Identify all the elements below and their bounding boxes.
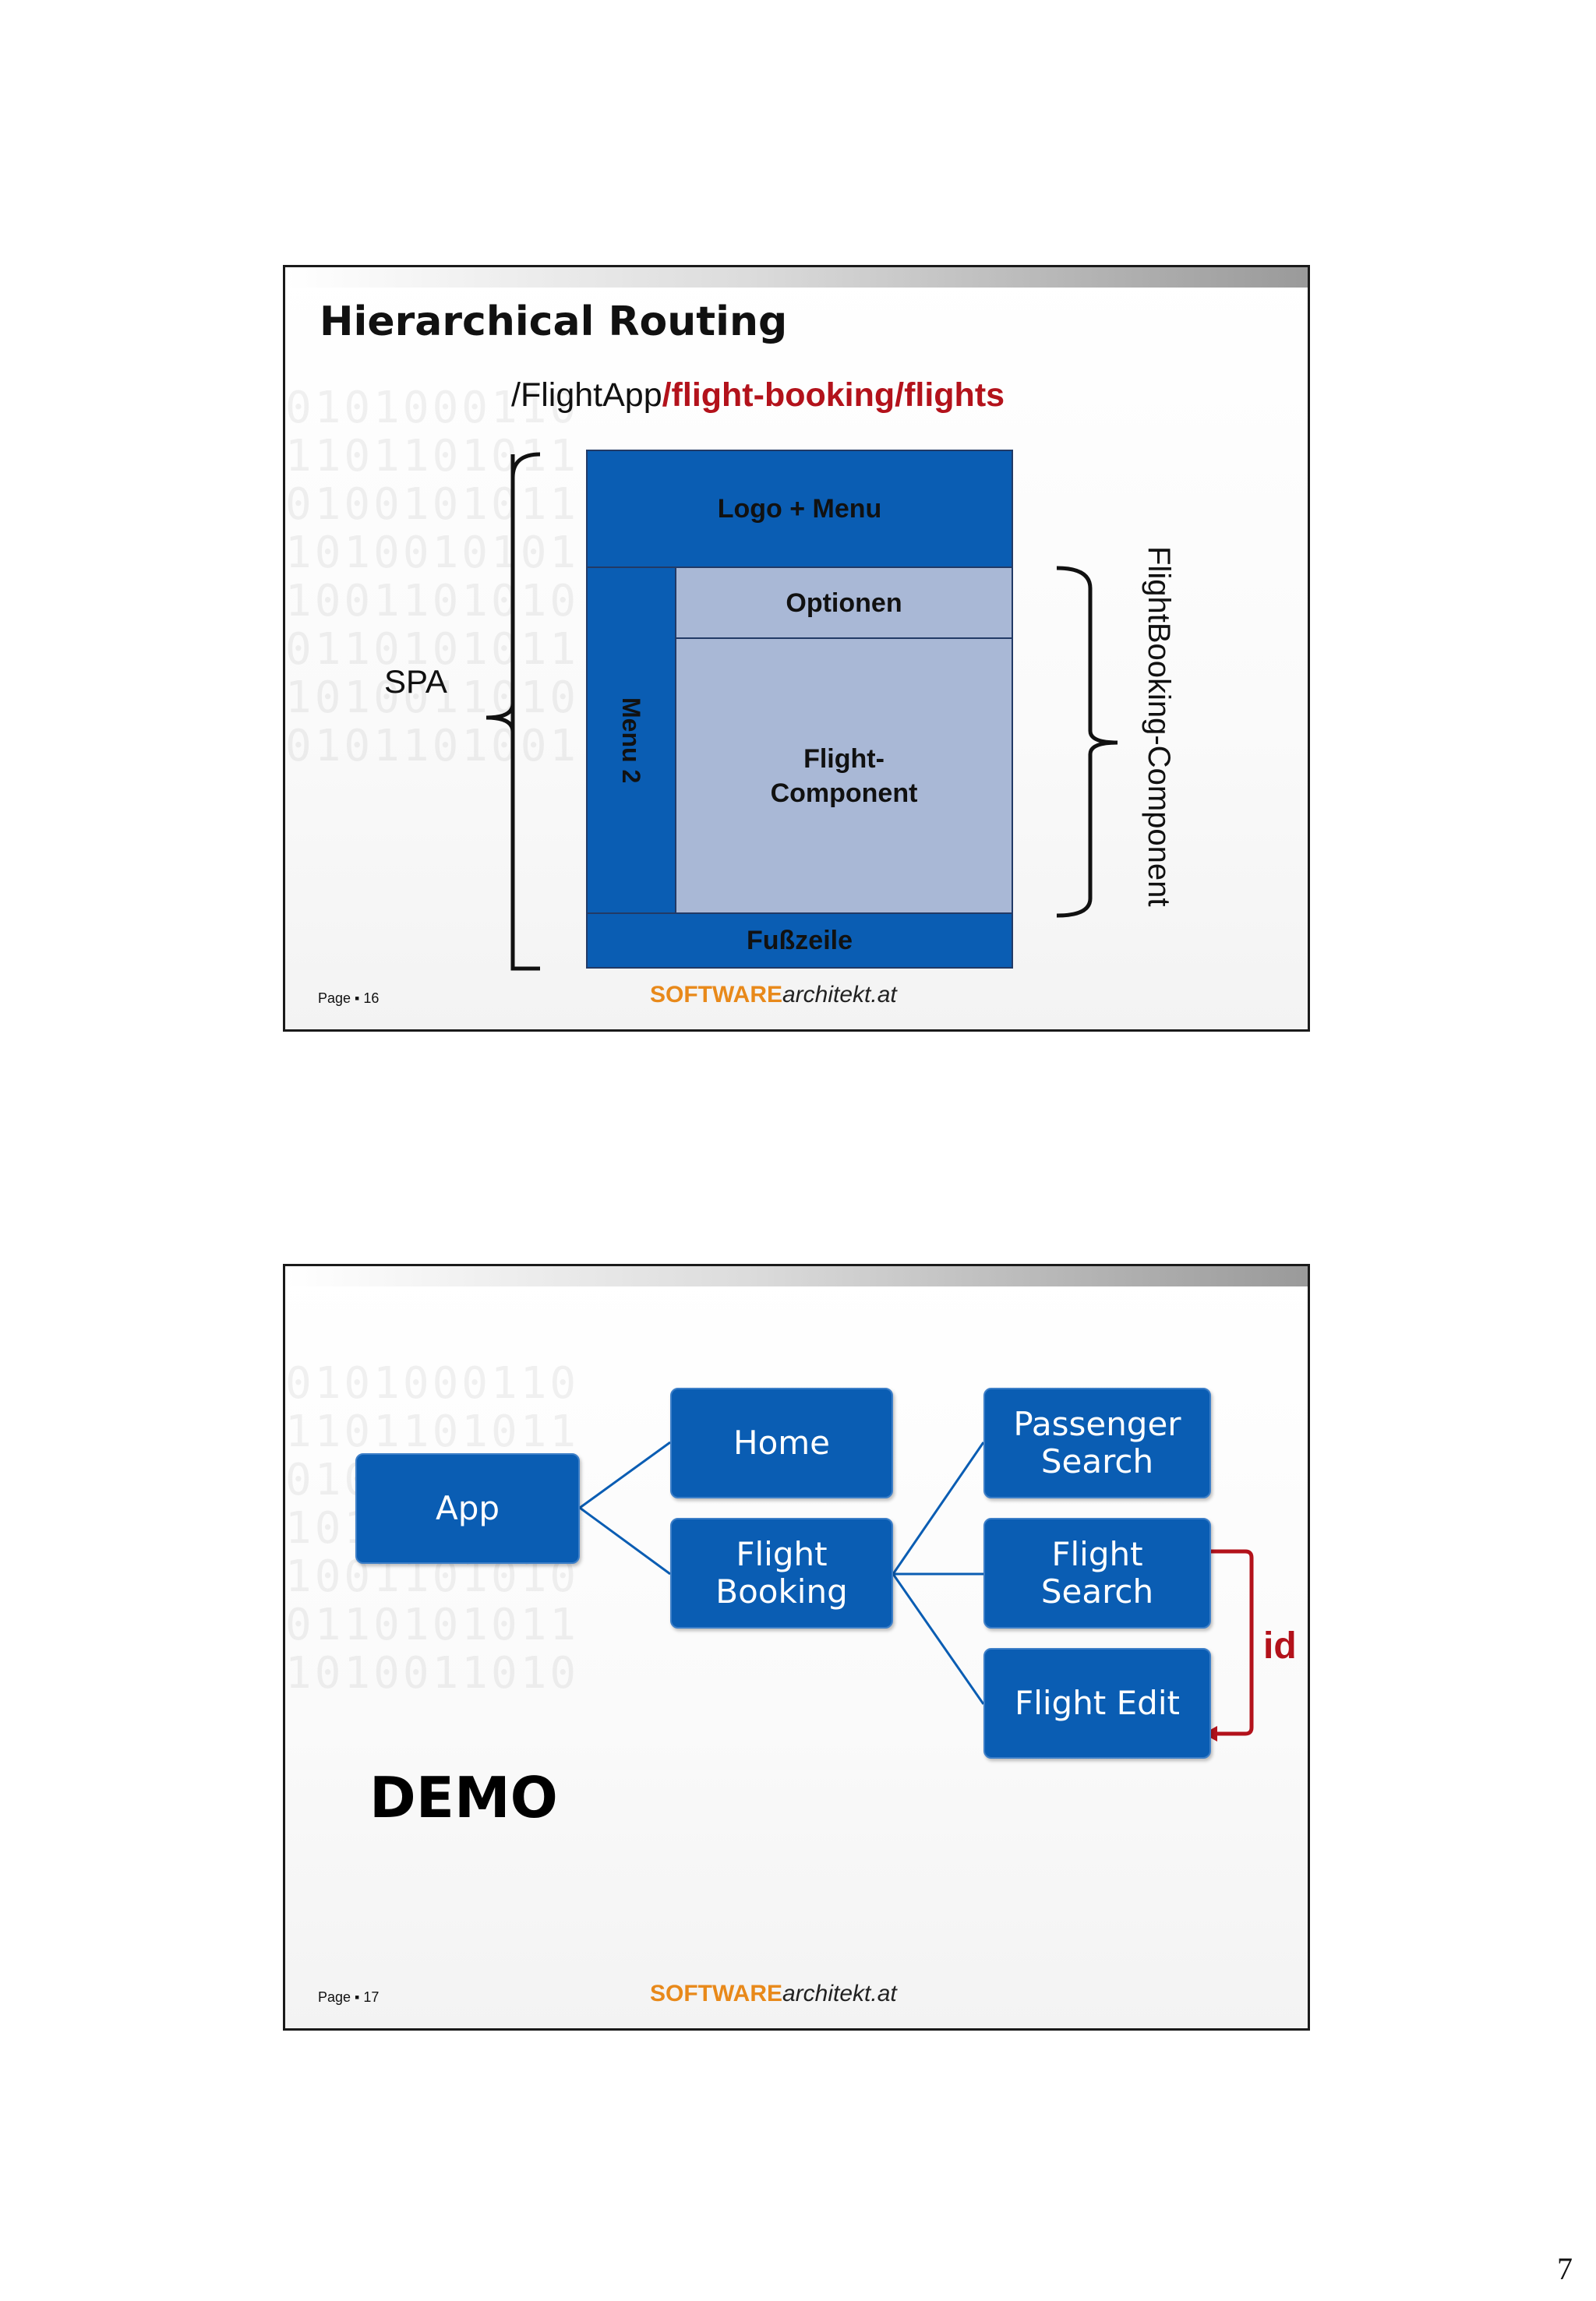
node-passenger-search-text: Passenger Search — [1013, 1405, 1181, 1480]
document-page-number: 7 — [1557, 2251, 1573, 2286]
demo-heading: DEMO — [369, 1765, 558, 1830]
fusszeile-text: Fußzeile — [746, 926, 853, 955]
node-flight-booking: Flight Booking — [670, 1518, 893, 1629]
page-label: Page ▪ 17 — [318, 1989, 380, 2005]
softwarearchitekt-logo: SOFTWAREarchitekt.at — [650, 1981, 897, 2007]
logo-domain: architekt.at — [782, 1981, 897, 2006]
node-flight-search-text: Flight Search — [1040, 1535, 1154, 1611]
slide-hierarchical-routing: 0101000110 1101101011 0100101011 1010010… — [283, 265, 1310, 1032]
id-parameter-bracket — [1211, 1549, 1254, 1736]
connector-app-home — [579, 1441, 671, 1509]
logo-menu-box: Logo + Menu — [586, 450, 1013, 568]
node-app-text: App — [435, 1489, 500, 1527]
connector-booking-flightedit — [892, 1573, 985, 1705]
route-base: /FlightApp — [511, 376, 662, 414]
logo-menu-text: Logo + Menu — [717, 494, 882, 524]
route-path: /FlightApp/flight-booking/flights — [511, 376, 1005, 415]
node-flight-edit-text: Flight Edit — [1015, 1684, 1180, 1722]
id-parameter-label: id — [1263, 1625, 1297, 1667]
slide-top-bar — [285, 267, 1308, 288]
logo-brand: SOFTWARE — [650, 982, 782, 1008]
node-flight-booking-text: Flight Booking — [715, 1535, 848, 1611]
logo-domain: architekt.at — [782, 982, 897, 1008]
node-flight-search: Flight Search — [983, 1518, 1211, 1629]
flightbooking-component-label: FlightBooking-Component — [1142, 546, 1176, 907]
node-passenger-search: Passenger Search — [983, 1388, 1211, 1498]
node-home: Home — [670, 1388, 893, 1498]
flight-component-box: Flight- Component — [675, 637, 1013, 914]
spa-brace — [486, 452, 541, 971]
page-label: Page ▪ 16 — [318, 990, 380, 1006]
node-app: App — [355, 1453, 580, 1564]
connector-booking-passenger — [892, 1442, 985, 1575]
slide-title: Hierarchical Routing — [320, 298, 788, 345]
node-home-text: Home — [733, 1424, 831, 1462]
brace-overlay — [486, 452, 1118, 971]
slide-demo-routing-tree: 0101000110 1101101011 0100101011 1010010… — [283, 1264, 1310, 2031]
flight-component-text: Flight- Component — [770, 743, 918, 808]
node-flight-edit: Flight Edit — [983, 1648, 1211, 1759]
optionen-text: Optionen — [786, 588, 902, 618]
component-brace — [1056, 566, 1118, 918]
menu2-box: Menu 2 — [586, 566, 676, 914]
tree-connectors — [579, 1441, 1254, 1742]
fusszeile-box: Fußzeile — [586, 912, 1013, 969]
softwarearchitekt-logo: SOFTWAREarchitekt.at — [650, 982, 897, 1008]
logo-brand: SOFTWARE — [650, 1981, 782, 2006]
spa-label: SPA — [384, 663, 447, 700]
optionen-box: Optionen — [675, 566, 1013, 639]
slide-top-bar — [285, 1266, 1308, 1286]
connector-app-flightbooking — [579, 1506, 671, 1576]
route-highlight: /flight-booking/flights — [662, 376, 1005, 414]
menu2-text: Menu 2 — [617, 697, 645, 784]
